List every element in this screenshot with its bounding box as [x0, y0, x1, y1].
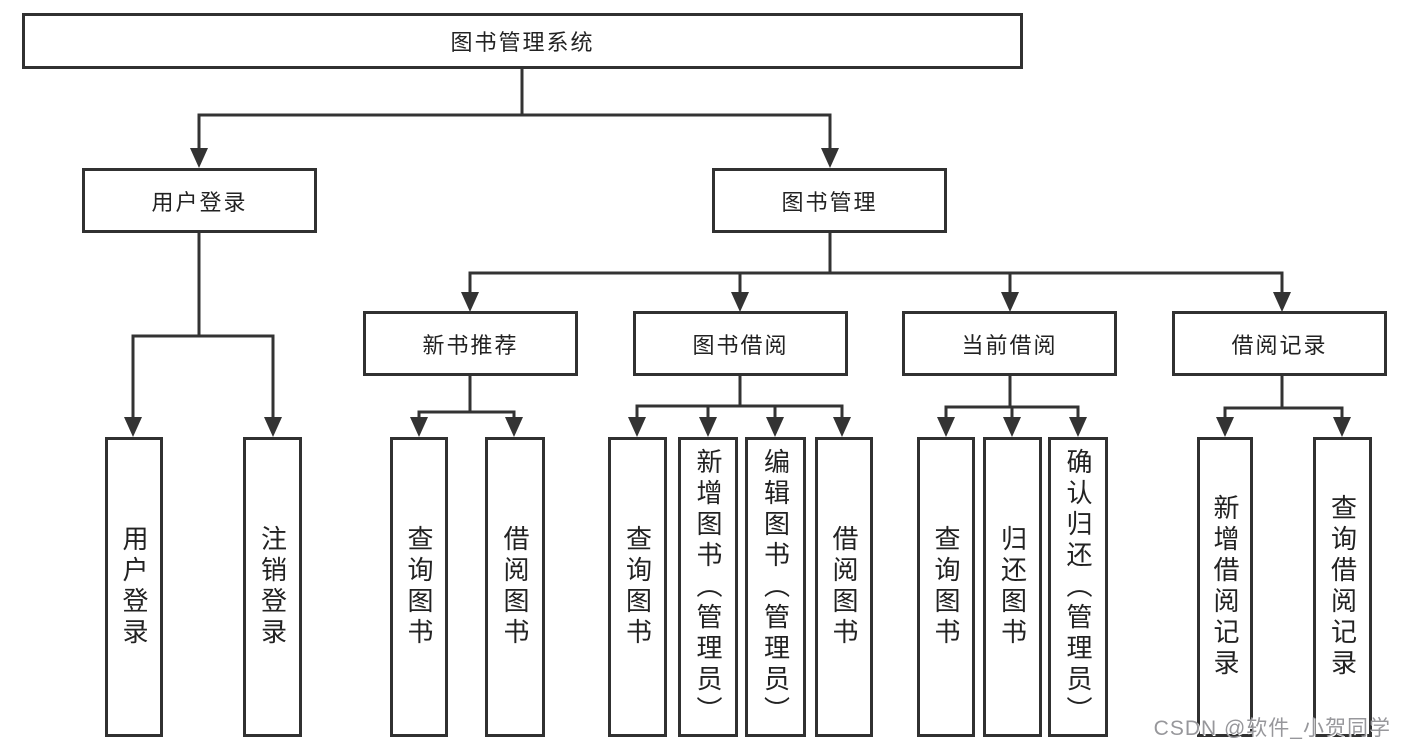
node-book-borrowing: 图书借阅: [633, 311, 848, 376]
leaf-label: 借阅图书: [829, 525, 859, 649]
node-label: 图书借阅: [692, 332, 789, 358]
leaf-query-books-borrow: 查询图书: [608, 437, 667, 737]
leaf-label: 新增借阅记录: [1210, 494, 1240, 680]
leaf-label: 查询图书: [931, 525, 961, 649]
leaf-edit-books-admin: 编辑图书（管理员）: [745, 437, 806, 737]
leaf-label: 编辑图书（管理员）: [760, 447, 791, 727]
node-current-borrowing: 当前借阅: [902, 311, 1117, 376]
node-label: 图书管理系统: [450, 30, 595, 55]
leaf-query-books-current: 查询图书: [917, 437, 975, 737]
leaf-return-books: 归还图书: [983, 437, 1042, 737]
leaf-label: 查询图书: [622, 525, 653, 649]
node-book-management: 图书管理: [712, 168, 947, 233]
leaf-borrow-books-recommend: 借阅图书: [485, 437, 545, 737]
leaf-label: 归还图书: [997, 525, 1028, 649]
leaf-query-books-recommend: 查询图书: [390, 437, 448, 737]
node-label: 图书管理: [781, 189, 878, 215]
csdn-watermark: CSDN @软件_小贺同学: [1153, 717, 1391, 740]
leaf-label: 确认归还（管理员）: [1063, 447, 1093, 727]
leaf-user-login: 用户登录: [105, 437, 163, 737]
leaf-borrow-books: 借阅图书: [815, 437, 873, 737]
leaf-label: 查询图书: [404, 525, 434, 649]
leaf-logout: 注销登录: [243, 437, 302, 737]
node-label: 借阅记录: [1231, 332, 1328, 358]
arrowhead-icons: [124, 148, 1351, 437]
leaf-confirm-return-admin: 确认归还（管理员）: [1048, 437, 1108, 737]
leaf-label: 注销登录: [257, 525, 288, 649]
leaf-add-borrow-record: 新增借阅记录: [1197, 437, 1253, 737]
node-label: 新书推荐: [422, 332, 519, 358]
leaf-query-borrow-record: 查询借阅记录: [1313, 437, 1372, 737]
leaf-add-books-admin: 新增图书（管理员）: [678, 437, 738, 737]
node-library-management-system: 图书管理系统: [22, 13, 1023, 69]
node-user-login: 用户登录: [82, 168, 317, 233]
leaf-label: 查询借阅记录: [1327, 494, 1358, 680]
leaf-label: 借阅图书: [500, 525, 530, 649]
leaf-label: 新增图书（管理员）: [693, 447, 723, 727]
node-label: 当前借阅: [961, 332, 1058, 358]
node-borrowing-records: 借阅记录: [1172, 311, 1387, 376]
node-label: 用户登录: [151, 189, 248, 215]
leaf-label: 用户登录: [119, 525, 149, 649]
node-new-book-recommendation: 新书推荐: [363, 311, 578, 376]
